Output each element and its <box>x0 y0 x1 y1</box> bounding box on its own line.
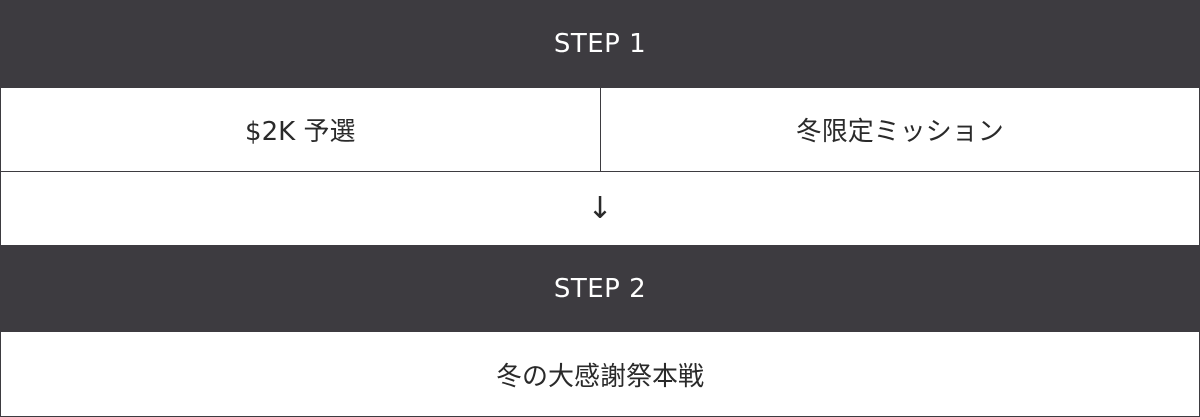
step-2-result-label: 冬の大感謝祭本戦 <box>495 361 704 392</box>
step-1-header: STEP 1 <box>0 0 1200 88</box>
step-1-label: STEP 1 <box>553 29 647 59</box>
step-2-header: STEP 2 <box>0 245 1200 332</box>
step-2-result-row: 冬の大感謝祭本戦 <box>0 332 1200 417</box>
option-2k-qualifier-label: $2K 予選 <box>245 117 356 147</box>
flow-arrow-row: ↓ <box>0 172 1200 245</box>
option-winter-mission: 冬限定ミッション <box>599 88 1200 171</box>
option-winter-mission-label: 冬限定ミッション <box>795 117 1004 147</box>
option-2k-qualifier: $2K 予選 <box>1 88 600 171</box>
step-2-label: STEP 2 <box>553 273 647 304</box>
down-arrow-icon: ↓ <box>587 191 613 226</box>
step-1-options-row: $2K 予選 冬限定ミッション <box>0 88 1200 172</box>
